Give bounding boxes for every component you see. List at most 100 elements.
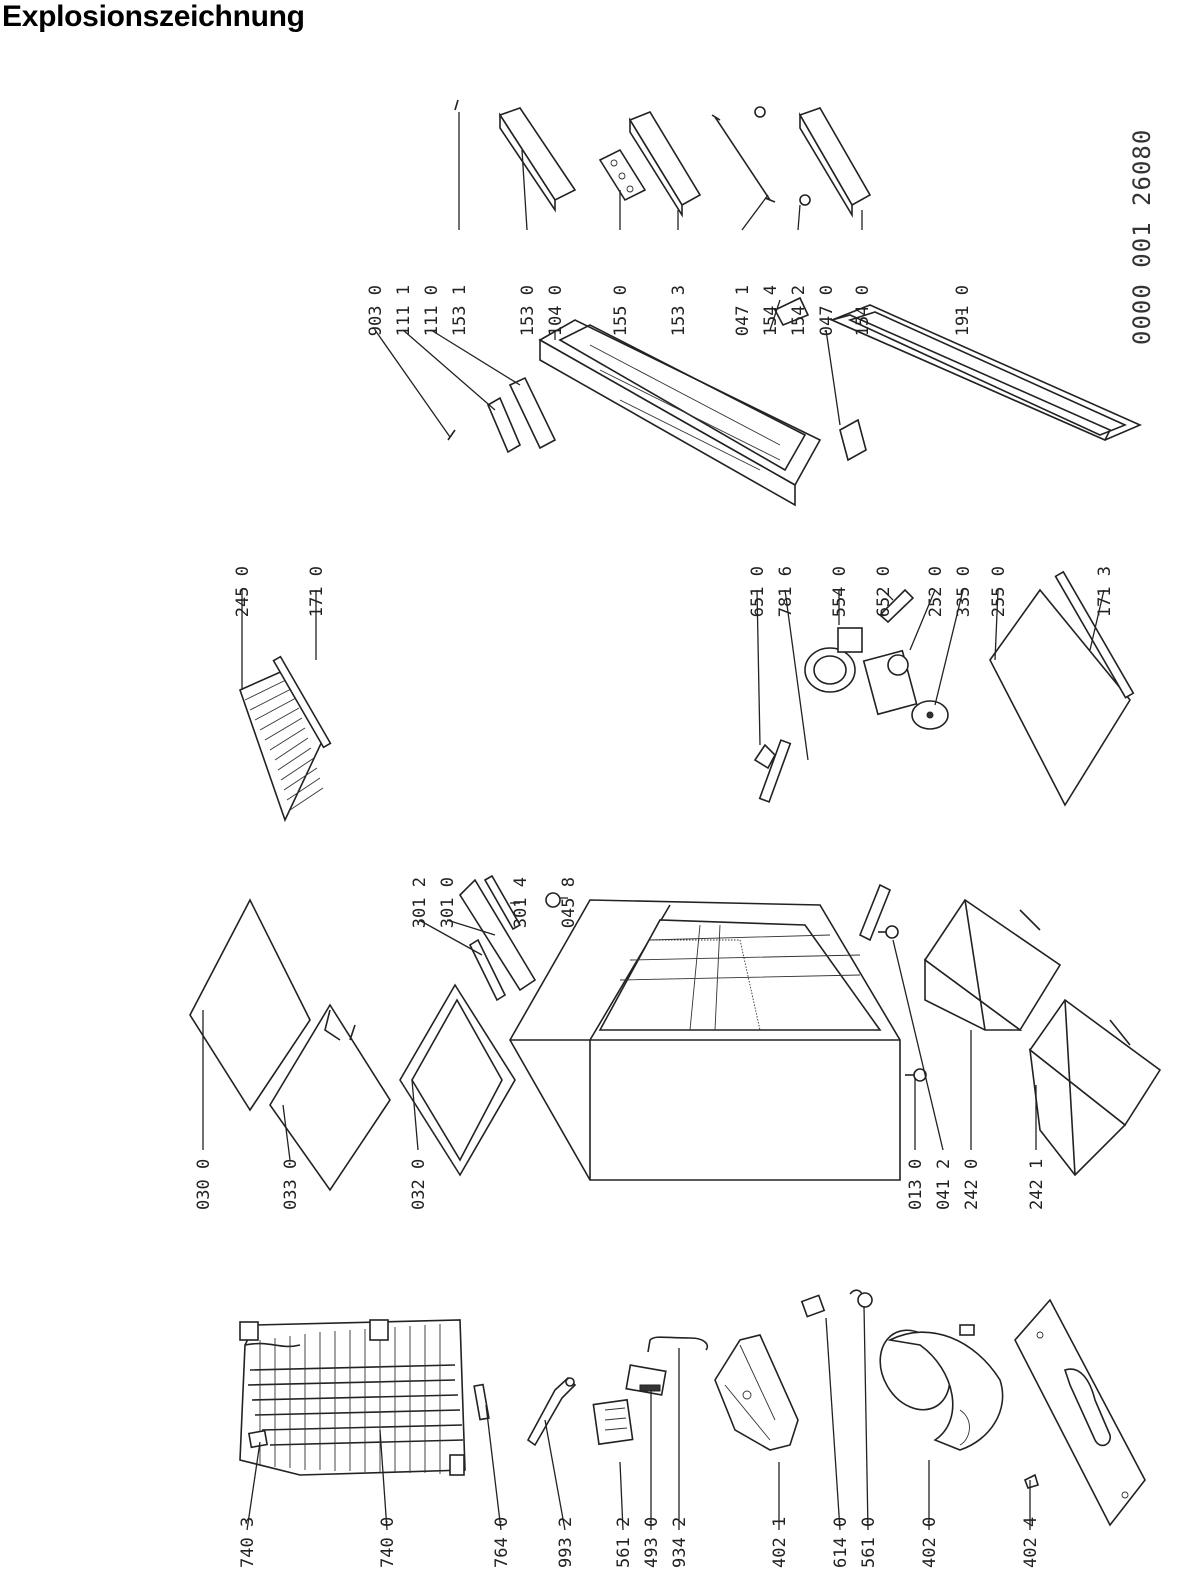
part-label: 561 0 (859, 1517, 879, 1568)
part-label: 242 1 (1027, 1159, 1047, 1210)
hinge-top (773, 296, 810, 327)
part-label: 155 0 (611, 285, 631, 336)
part-label: 153 0 (518, 285, 538, 336)
part-label: 402 4 (1021, 1517, 1041, 1568)
cabinet-body (509, 899, 901, 1181)
part-label: 402 0 (920, 1517, 940, 1568)
part-label: 554 0 (830, 566, 850, 617)
thermostat-knob (911, 700, 949, 730)
part-label: 651 0 (748, 566, 768, 617)
wire-harness (647, 1336, 709, 1353)
leader-line (411, 1079, 419, 1151)
door-handle (508, 376, 557, 450)
door-rack-lower (798, 107, 872, 218)
grommet (800, 1294, 826, 1318)
part-label: 041 2 (934, 1159, 954, 1210)
leader-line (825, 1317, 841, 1531)
leader-line (784, 589, 809, 761)
door-handle-cover (486, 396, 522, 454)
leader-line (402, 329, 496, 411)
part-label: 903 0 (366, 285, 386, 336)
leader-line (374, 329, 451, 438)
retainer-screw (799, 194, 811, 206)
compressor (879, 1324, 1004, 1451)
thermostat-capillary (758, 739, 792, 803)
part-label: 154 4 (761, 285, 781, 336)
part-label: 301 4 (511, 877, 531, 928)
retainer-clip (754, 106, 766, 118)
part-label: 153 1 (450, 285, 470, 336)
wire-shelf (239, 668, 326, 823)
filter-drier (473, 1383, 490, 1421)
part-label: 030 0 (194, 1159, 214, 1210)
leader-line (521, 149, 528, 231)
thermal-protector (526, 1376, 577, 1447)
compressor-base-plate (1014, 1298, 1146, 1527)
part-label: 493 0 (642, 1517, 662, 1568)
crisper-drawer-lower (1028, 998, 1162, 1177)
thermostat-housing (862, 649, 918, 716)
leader-line (892, 939, 944, 1151)
part-label: 993 2 (556, 1517, 576, 1568)
part-label: 764 0 (492, 1517, 512, 1568)
foot-screw (905, 1068, 927, 1082)
thermostat (804, 627, 863, 693)
leader-line (246, 1441, 261, 1531)
part-label: 245 0 (233, 566, 253, 617)
shelf-rail-side (468, 938, 507, 1002)
drawing-number: 0000 001 26080 (1128, 129, 1156, 345)
cable-clip (849, 1289, 873, 1308)
part-label: 781 6 (776, 566, 796, 617)
part-label: 154 2 (789, 285, 809, 336)
door-screw (447, 429, 456, 441)
glass-shelf-frame (399, 983, 516, 1177)
part-label: 171 0 (307, 566, 327, 617)
hinge-pin (878, 925, 899, 939)
part-label: 335 0 (954, 566, 974, 617)
rail-pin (545, 892, 561, 908)
mounting-screw (1023, 1473, 1039, 1489)
part-label: 032 0 (409, 1159, 429, 1210)
leader-line (446, 919, 496, 936)
capacitor (625, 1364, 667, 1396)
part-label: 301 2 (410, 877, 430, 928)
part-label: 301 0 (438, 877, 458, 928)
door-rack-upper (498, 107, 577, 213)
leader-line (797, 204, 801, 231)
electrical-cover (714, 1334, 799, 1451)
part-label: 154 0 (853, 285, 873, 336)
part-label: 740 0 (378, 1517, 398, 1568)
leader-line (282, 1104, 291, 1161)
part-label: 242 0 (962, 1159, 982, 1210)
part-label: 252 0 (926, 566, 946, 617)
part-label: 171 3 (1095, 566, 1115, 617)
part-label: 153 3 (669, 285, 689, 336)
leader-line (1089, 589, 1105, 651)
leader-line (863, 1305, 869, 1531)
leader-line (544, 1419, 566, 1531)
part-label: 740 3 (238, 1517, 258, 1568)
worktop-cover (189, 898, 311, 1112)
part-label: 652 0 (874, 566, 894, 617)
part-label: 255 0 (989, 566, 1009, 617)
condenser-coil (239, 1319, 466, 1476)
part-label: 111 0 (422, 285, 442, 336)
page-title: Explosionszeichnung (2, 0, 305, 33)
leader-line (825, 329, 841, 426)
bottle-retainer (711, 114, 776, 203)
part-label: 047 0 (817, 285, 837, 336)
door-rack-middle (628, 111, 702, 218)
part-label: 111 1 (394, 285, 414, 336)
part-label: 047 1 (733, 285, 753, 336)
door-rack-top (454, 99, 459, 111)
hinge-bottom (839, 418, 867, 462)
leader-line (934, 589, 964, 706)
relay (592, 1398, 634, 1446)
leader-line (485, 1404, 502, 1531)
leader-line (741, 194, 769, 231)
part-label: 033 0 (281, 1159, 301, 1210)
glass-plate (989, 588, 1131, 807)
condenser-clip (247, 1429, 269, 1449)
part-label: 614 0 (831, 1517, 851, 1568)
